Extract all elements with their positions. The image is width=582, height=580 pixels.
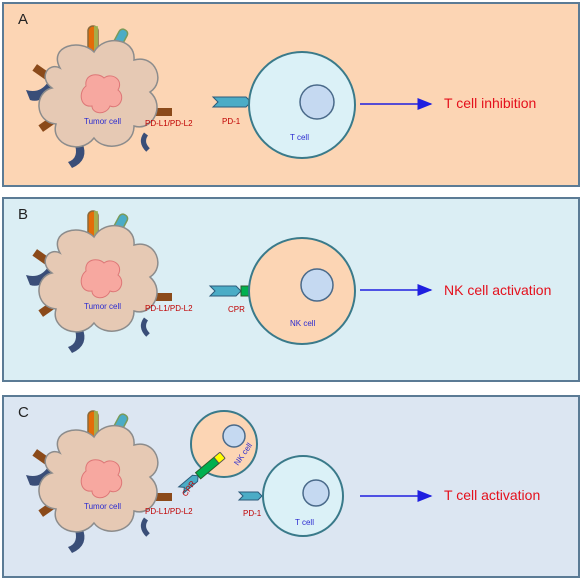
panel-b: B Tumor cell PD-L1/PD-L2 CPR NK cell NK … (2, 197, 580, 382)
receptor-label-a: PD-1 (222, 117, 241, 126)
panel-c-letter: C (18, 404, 29, 421)
cpr-receptor-c (177, 452, 226, 495)
tumor-label-b: Tumor cell (84, 302, 121, 311)
tumor-label-a: Tumor cell (84, 117, 121, 126)
panel-a: A Tumor cell PD-L1/PD-L2 PD-1 T cell T c… (2, 2, 580, 187)
t-cell-nucleus-c (302, 479, 330, 507)
outcome-b: NK cell activation (444, 282, 551, 298)
t-cell-nucleus-a (299, 84, 335, 120)
ligand-label-a: PD-L1/PD-L2 (145, 119, 193, 128)
ligand-label-c: PD-L1/PD-L2 (145, 507, 193, 516)
cell-label-a: T cell (290, 133, 309, 142)
cell-label-c: T cell (295, 518, 314, 527)
nk-cell-nucleus-b (300, 268, 334, 302)
receptor-label-b: CPR (228, 305, 245, 314)
cell-label-b: NK cell (290, 319, 316, 328)
pd1-label-c: PD-1 (243, 509, 262, 518)
nk-cell-nucleus-c (222, 424, 246, 448)
outcome-c: T cell activation (444, 487, 540, 503)
panel-c: C Tumor cell PD-L1/PD-L2 NK cell CPR PD-… (2, 395, 580, 578)
ligand-label-b: PD-L1/PD-L2 (145, 304, 193, 313)
panel-a-letter: A (18, 11, 28, 28)
outcome-a: T cell inhibition (444, 95, 536, 111)
tumor-label-c: Tumor cell (84, 502, 121, 511)
panel-b-letter: B (18, 206, 28, 223)
